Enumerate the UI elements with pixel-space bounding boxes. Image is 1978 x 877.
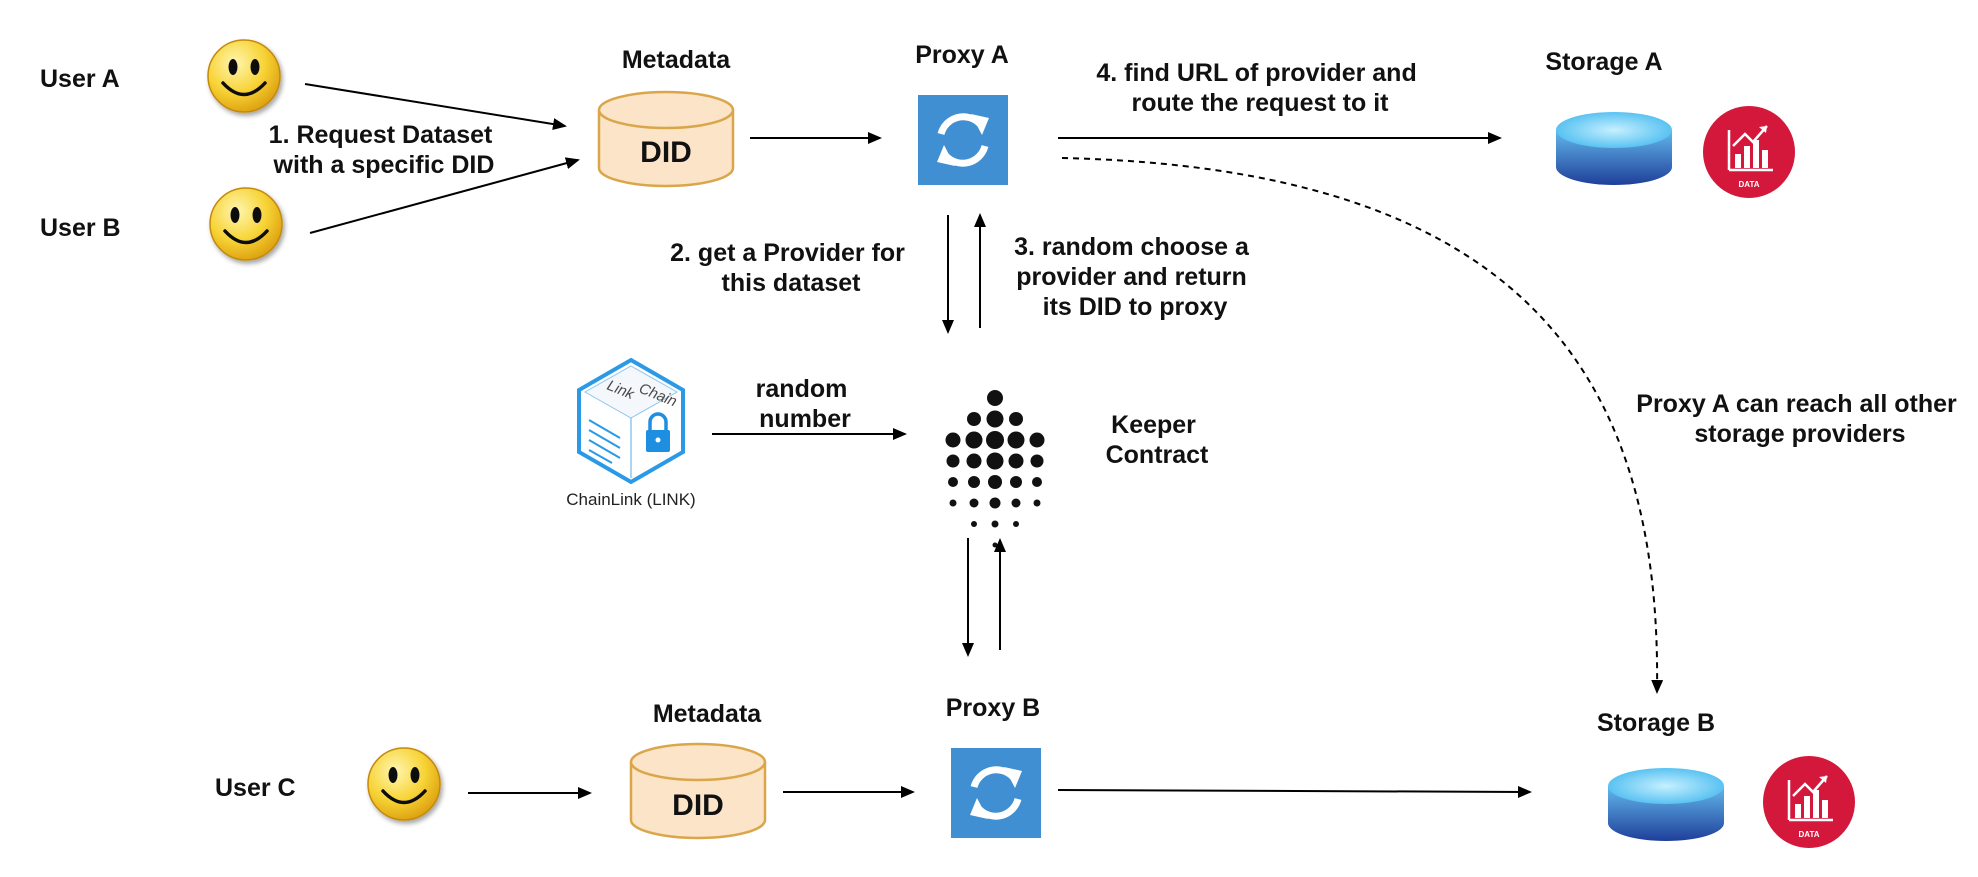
dashed-arrow-proxy-a-to-storage-b [1061, 157, 1664, 694]
arrow-user-a-to-metadata [304, 83, 567, 131]
storage-b-data-badge-icon: DATA [1763, 756, 1855, 848]
keeper-dot [967, 412, 981, 426]
keeper-dot [987, 390, 1003, 406]
storage-a-data-badge-icon: DATA [1703, 106, 1795, 198]
keeper-dot [986, 431, 1004, 449]
keeper-dot [949, 499, 957, 507]
proxy-b-sync-icon [951, 748, 1041, 838]
keeper-dot [946, 454, 960, 468]
keeper-dot [988, 475, 1002, 489]
step-2-annotation: 2. get a Provider for this dataset [670, 239, 912, 297]
storage-a-database-icon [1556, 112, 1672, 185]
metadata-bottom-label: Metadata [653, 700, 762, 728]
metadata-top-did: DID [640, 136, 692, 169]
keeper-dot [1008, 453, 1024, 469]
storage-b-badge-text: DATA [1798, 830, 1819, 839]
keeper-dot [1013, 521, 1019, 527]
keeper-dot [1032, 477, 1042, 487]
chainlink-cube-icon: Chain Link [577, 357, 685, 485]
keeper-dot [966, 453, 982, 469]
proxy-a-sync-icon [918, 95, 1008, 185]
user-b-smiley-icon [209, 187, 283, 261]
random-number-annotation: random number [756, 375, 855, 433]
arrow-user-b-to-metadata [309, 157, 580, 234]
keeper-dot [1009, 412, 1023, 426]
proxy-a-label: Proxy A [915, 41, 1009, 69]
keeper-dot [965, 431, 983, 449]
chainlink-caption: ChainLink (LINK) [566, 490, 695, 509]
user-b-label: User B [40, 214, 121, 242]
keeper-label: Keeper Contract [1106, 411, 1209, 469]
metadata-bottom-cylinder: DID [629, 742, 767, 840]
keeper-dot [1011, 498, 1021, 508]
keeper-dot [968, 476, 980, 488]
storage-b-label: Storage B [1597, 709, 1715, 737]
arrow-proxy-b-to-storage-b [1057, 785, 1532, 798]
metadata-top-label: Metadata [622, 46, 731, 74]
metadata-bottom-did: DID [672, 789, 724, 822]
keeper-dot [986, 452, 1004, 470]
keeper-dot [992, 542, 998, 548]
step-4-annotation: 4. find URL of provider and route the re… [1096, 59, 1423, 117]
keeper-contract-icon [945, 390, 1045, 548]
keeper-dot [989, 497, 1001, 509]
proxy-b-label: Proxy B [946, 694, 1040, 722]
user-a-label: User A [40, 65, 120, 93]
keeper-dot [991, 520, 999, 528]
keeper-dot [986, 410, 1004, 428]
keeper-dot [1029, 432, 1045, 448]
step-3-annotation: 3. random choose a provider and return i… [1014, 233, 1256, 321]
keeper-dot [971, 521, 977, 527]
keeper-dot [945, 432, 961, 448]
storage-a-badge-text: DATA [1738, 180, 1759, 189]
keeper-dot [1010, 476, 1022, 488]
reach-annotation: Proxy A can reach all other storage prov… [1636, 390, 1963, 448]
keeper-dot [1007, 431, 1025, 449]
keeper-dot [1033, 499, 1041, 507]
user-c-label: User C [215, 774, 296, 802]
keeper-dot [1030, 454, 1044, 468]
user-c-smiley-icon [367, 747, 441, 821]
storage-a-label: Storage A [1545, 48, 1662, 76]
user-a-smiley-icon [207, 39, 281, 113]
keeper-dot [948, 477, 958, 487]
step-1-annotation: 1. Request Dataset with a specific DID [269, 121, 500, 179]
metadata-top-cylinder: DID [597, 90, 735, 188]
keeper-dot [969, 498, 979, 508]
storage-b-database-icon [1608, 768, 1724, 841]
